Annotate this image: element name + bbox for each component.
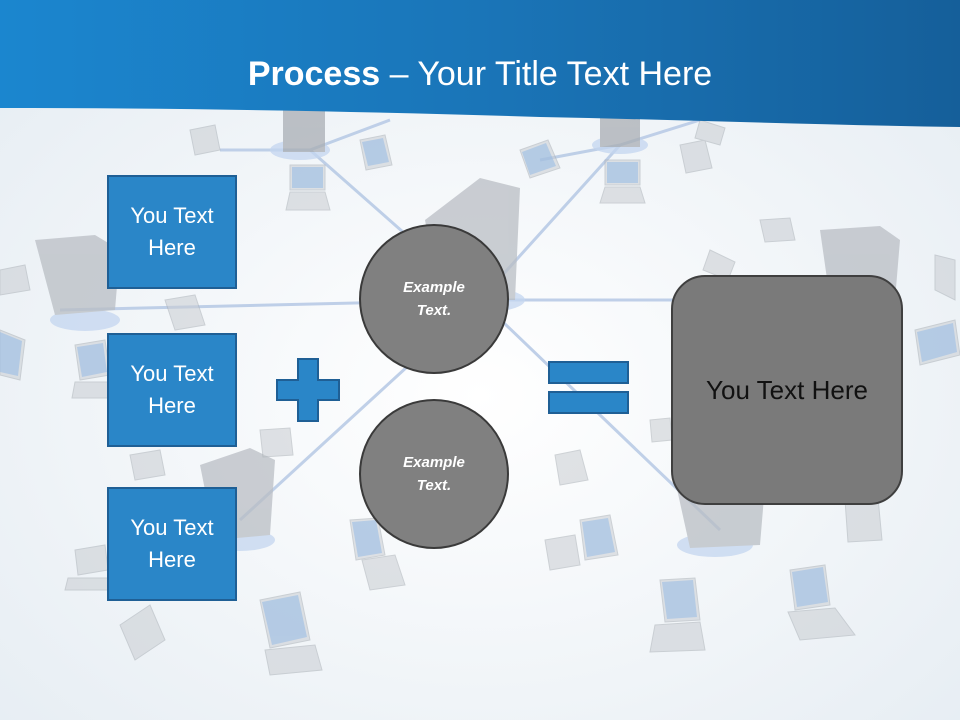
example-circle-1[interactable]: Example Text.	[359, 224, 509, 374]
title-bold: Process	[247, 55, 381, 93]
title-rest: – Your Title Text Here	[380, 55, 713, 93]
example-circle-2-label: Example Text.	[403, 454, 465, 494]
result-box-label: You Text Here	[706, 374, 868, 405]
text-box-1[interactable]: You Text Here	[107, 175, 237, 289]
example-circle-1-label: Example Text.	[403, 279, 465, 319]
equals-icon	[548, 361, 629, 414]
plus-icon	[276, 358, 340, 422]
text-box-3[interactable]: You Text Here	[107, 487, 237, 601]
slide-title: Process – Your Title Text Here	[0, 52, 960, 96]
text-box-2-label: You Text Here	[130, 361, 214, 418]
result-box[interactable]: You Text Here	[671, 275, 903, 505]
example-circle-2[interactable]: Example Text.	[359, 399, 509, 549]
text-box-2[interactable]: You Text Here	[107, 333, 237, 447]
text-box-3-label: You Text Here	[130, 515, 214, 572]
text-box-1-label: You Text Here	[130, 203, 214, 260]
